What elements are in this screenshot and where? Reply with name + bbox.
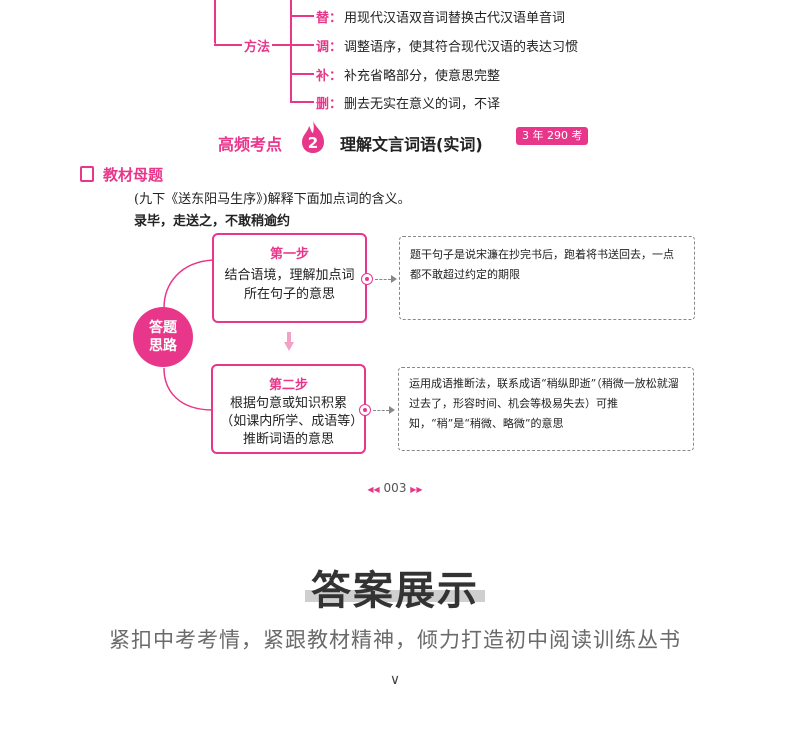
flame-number-icon: 2: [302, 121, 324, 153]
method-key: 补：: [316, 69, 343, 84]
flame-number: 2: [308, 134, 318, 152]
page-right-arrows-icon: ▶▶: [410, 485, 423, 494]
textbook-sentence: 录毕，走送之，不敢稍逾约: [134, 214, 291, 229]
page-number-text: 003: [383, 481, 407, 495]
method-text: 用现代汉语双音词替换古代汉语单音词: [344, 11, 566, 26]
method-label: 方法: [244, 40, 271, 55]
step-one-desc: 结合语境，理解加点词所在句子的意思: [224, 268, 355, 302]
tree-trunk-upper: [214, 0, 216, 30]
method-row-replace: 替：用现代汉语双音词替换古代汉语单音词: [316, 7, 565, 26]
step-two-arrow: [373, 406, 395, 414]
method-key: 删：: [316, 97, 343, 112]
method-row-adjust: 调：调整语序，使其符合现代汉语的表达习惯: [316, 36, 578, 55]
next-section-peek: [282, 748, 512, 756]
section-heading-prefix: 高频考点: [218, 135, 283, 154]
answer-display-subtitle: 紧扣中考考情，紧跟教材精神，倾力打造初中阅读训练丛书: [109, 628, 681, 652]
step-one-connector-dot: [361, 273, 373, 285]
circle-line-2: 思路: [149, 338, 177, 354]
step-one-title: 第一步: [269, 247, 309, 262]
step-one-note-box: 题干句子是说宋濂在抄完书后，跑着将书送回去，一点都不敢超过约定的期限: [399, 236, 695, 320]
method-key: 调：: [316, 40, 343, 55]
step-two-box: 第二步 根据句意或知识积累（如课内所学、成语等）推断词语的意思: [211, 364, 366, 454]
down-arrow-icon: [284, 332, 294, 351]
step-two-desc: 根据句意或知识积累（如课内所学、成语等）推断词语的意思: [220, 396, 357, 447]
flow-curves: [163, 259, 214, 411]
method-text: 补充省略部分，使意思完整: [344, 69, 501, 84]
next-section-heading-fragment: [282, 748, 512, 756]
step-two-connector-dot: [359, 404, 371, 416]
circle-line-1: 答题: [149, 320, 177, 336]
textbook-label: 教材母题: [103, 166, 164, 184]
method-row-supplement: 补：补充省略部分，使意思完整: [316, 65, 500, 84]
tree-branch-left: [214, 44, 242, 46]
method-text: 调整语序，使其符合现代汉语的表达习惯: [344, 40, 579, 55]
method-key: 替：: [316, 11, 343, 26]
tree-branch-right: [272, 44, 290, 46]
method-text: 删去无实在意义的词，不译: [344, 97, 501, 112]
title-highlight-bar: [305, 590, 485, 602]
method-row-delete: 删：删去无实在意义的词，不译: [316, 93, 500, 112]
page-left-arrows-icon: ◀◀: [367, 485, 380, 494]
step-one-note: 题干句子是说宋濂在抄完书后，跑着将书送回去，一点都不敢超过约定的期限: [410, 248, 674, 281]
tree-tick-3: [290, 73, 314, 75]
tree-connector: [214, 30, 216, 44]
answer-display-title: 答案展示: [311, 568, 479, 614]
tree-tick-1: [290, 15, 314, 17]
step-one-box: 第一步 结合语境，理解加点词所在句子的意思: [212, 233, 367, 323]
textbook-question: (九下《送东阳马生序》)解释下面加点词的含义。: [134, 192, 411, 207]
step-two-note-box: 运用成语推断法，联系成语“稍纵即逝”（稍微一放松就溜过去了，形容时间、机会等极易…: [398, 367, 694, 451]
section-heading-title: 理解文言词语(实词): [340, 135, 483, 154]
answer-approach-circle: 答题 思路: [133, 307, 193, 367]
tree-tick-4: [290, 101, 314, 103]
step-two-title: 第二步: [268, 378, 308, 393]
tree-spine: [290, 0, 292, 102]
step-two-note: 运用成语推断法，联系成语“稍纵即逝”（稍微一放松就溜过去了，形容时间、机会等极易…: [409, 377, 679, 430]
step-one-arrow: [375, 275, 397, 283]
chevron-down-icon: ∨: [389, 672, 401, 688]
exam-count-badge: 3 年 290 考: [516, 127, 589, 145]
page-number: ◀◀ 003 ▶▶: [0, 481, 790, 495]
book-icon: [80, 166, 94, 182]
tree-tick-2: [290, 44, 314, 46]
